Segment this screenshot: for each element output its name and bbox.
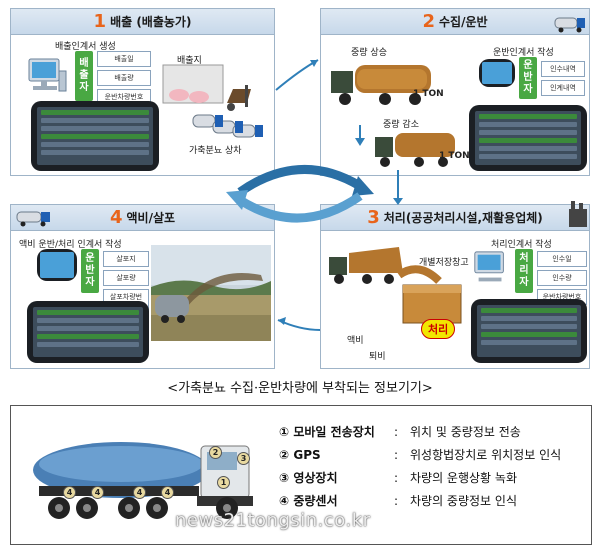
transport-menu: 인수내역 인계내역: [541, 61, 585, 96]
panel-transport: 2 수집/운반 중량 상승 1 TON 중량 감소 1 TON 운반인계서 작성…: [320, 8, 590, 176]
compost-label: 퇴비: [369, 352, 386, 362]
computer-icon: [474, 251, 504, 282]
storage-label: 개별저장창고: [419, 258, 469, 268]
panel-treatment-header: 3 처리(공공처리시설,재활용업체): [321, 205, 589, 231]
ton-label: 1 TON: [413, 89, 444, 99]
flow-arrows: [226, 59, 403, 331]
panel-discharge: 1 배출 (배출농가) 배출인계서 생성 배 출 자 배출일 배출량 운반차량번…: [10, 8, 275, 176]
loading-label: 가축분뇨 상차: [189, 146, 242, 156]
cert-label: 처리인계서 작성: [491, 240, 552, 250]
liquid-fertilizer-label: 액비: [347, 336, 364, 346]
panel-transport-header: 2 수집/운반: [321, 9, 589, 35]
role-processor: 처 리 자: [515, 249, 533, 293]
cert-label: 배출인계서 생성: [55, 42, 116, 52]
role-transporter: 운 반 자: [519, 57, 537, 99]
legend-row: ④ 중량센서 : 차량의 중량정보 인식: [279, 494, 517, 508]
menu-item[interactable]: 배출량: [97, 70, 151, 86]
step-number: 1: [93, 11, 107, 32]
panel-title: 배출 (배출농가): [110, 15, 192, 29]
panel-title: 액비/살포: [126, 211, 176, 225]
camera-badge: 3: [237, 452, 250, 465]
dump-truck-icon: [329, 247, 403, 284]
panel-title: 수집/운반: [438, 15, 488, 29]
tablet-device: [31, 101, 159, 171]
menu-item[interactable]: 인계내역: [541, 80, 585, 96]
weight-sensor-badge: 4: [161, 486, 174, 499]
ton-label: 1 TON: [439, 151, 470, 161]
panel-application-header: 4 액비/살포: [11, 205, 274, 231]
step-number: 3: [367, 207, 380, 228]
cert-label: 운반인계서 작성: [493, 48, 554, 58]
empty-truck-icon: [375, 133, 455, 167]
panel-title: 처리(공공처리시설,재활용업체): [383, 211, 543, 225]
spraying-photo: [151, 245, 271, 341]
gps-badge: 2: [209, 446, 222, 459]
tablet-device: [37, 249, 77, 281]
role-discharger: 배 출 자: [75, 51, 93, 101]
full-truck-icon: [331, 65, 431, 105]
menu-item[interactable]: 배출일: [97, 51, 151, 67]
menu-item[interactable]: 살포지: [103, 251, 149, 267]
site-label: 배출지: [177, 56, 202, 66]
mobile-device-badge: 1: [217, 476, 230, 489]
menu-item[interactable]: 인수량: [537, 270, 587, 286]
weight-down-label: 중량 감소: [383, 120, 419, 130]
tablet-device: [469, 105, 587, 171]
legend-row: ① 모바일 전송장치 : 위치 및 중량정보 전송: [279, 425, 521, 439]
weight-sensor-badge: 4: [63, 486, 76, 499]
menu-item[interactable]: 살포량: [103, 270, 149, 286]
truck-convoy-icon: [192, 114, 263, 138]
factory-icon: [569, 201, 587, 227]
step-number: 2: [422, 11, 435, 32]
panel-discharge-header: 1 배출 (배출농가): [11, 9, 274, 35]
role-transporter: 운 반 자: [81, 249, 99, 293]
tablet-device: [27, 301, 149, 363]
truck-icon: [554, 17, 585, 33]
computer-icon: [28, 58, 67, 92]
panel-application: 4 액비/살포 액비 운반/처리 인계서 작성 운 반 자 살포지 살포량 살포…: [10, 204, 275, 369]
tanker-truck-photo: [33, 442, 253, 519]
tablet-device: [471, 299, 587, 363]
treatment-badge: 처리: [421, 319, 456, 339]
weight-up-label: 중량 상승: [351, 48, 387, 58]
tablet-device: [479, 59, 515, 87]
legend-row: ③ 영상장치 : 차량의 운행상황 녹화: [279, 471, 517, 485]
step-number: 4: [109, 207, 123, 228]
weight-sensor-badge: 4: [91, 486, 104, 499]
farm-icon: [162, 64, 251, 111]
truck-icon: [16, 211, 50, 227]
panel-treatment: 3 처리(공공처리시설,재활용업체) 개별저장창고 처리 액비 퇴비 처리인계서…: [320, 201, 590, 369]
legend-row: ② GPS : 위성항법장치로 위치정보 인식: [279, 448, 562, 462]
caption: <가축분뇨 수집·운반차량에 부착되는 정보기기>: [167, 381, 433, 396]
cert-label: 액비 운반/처리 인계서 작성: [19, 240, 122, 250]
equipment-legend: ① 모바일 전송장치 : 위치 및 중량정보 전송 ② GPS : 위성항법장치…: [279, 424, 589, 516]
menu-item[interactable]: 인수일: [537, 251, 587, 267]
watermark: news21tongsin.co.kr: [175, 510, 371, 531]
weight-sensor-badge: 4: [133, 486, 146, 499]
menu-item[interactable]: 인수내역: [541, 61, 585, 77]
equipment-section: 2 3 1 4 4 4 4 ① 모바일 전송장치 : 위치 및 중량정보 전송 …: [10, 405, 592, 545]
